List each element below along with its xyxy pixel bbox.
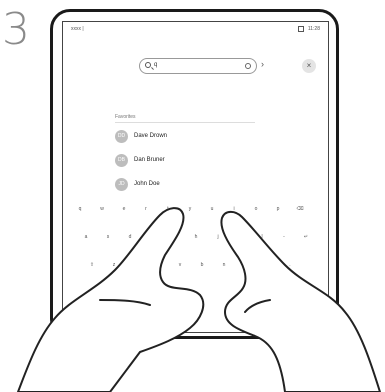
right-hand-icon bbox=[221, 212, 380, 392]
